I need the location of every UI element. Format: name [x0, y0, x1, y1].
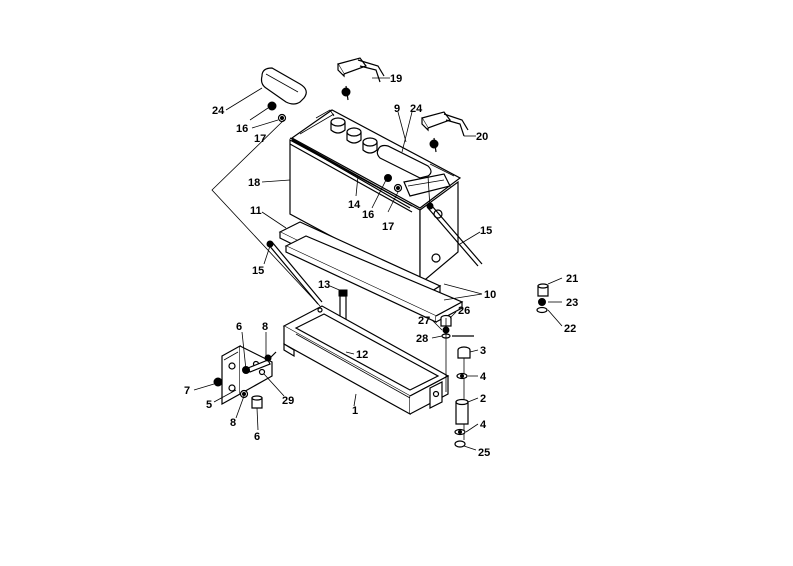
assembly-lines: [211, 119, 431, 307]
callout-17-left: 17: [254, 133, 266, 145]
bolt-group-21-23-22: [536, 283, 549, 314]
pad-10: [284, 235, 464, 323]
callout-8-upper: 8: [262, 321, 268, 333]
callout-28: 28: [416, 333, 428, 345]
battery-9: [289, 109, 462, 286]
callout-20: 20: [476, 131, 488, 143]
callout-6-lower: 6: [254, 431, 260, 443]
callout-24-left: 24: [212, 105, 225, 117]
washer-4-lower: [454, 428, 466, 436]
callout-7: 7: [184, 385, 190, 397]
mounting-bracket: [213, 344, 277, 409]
hold-down-rod-15-left: [266, 240, 323, 305]
bolt-stack-26-27-28: [440, 314, 474, 392]
callout-11: 11: [250, 205, 262, 217]
cable-cap-19: [337, 57, 385, 101]
spacer-2: [455, 398, 469, 425]
battery-tray-1: [282, 305, 450, 416]
callout-6-upper: 6: [236, 321, 242, 333]
callout-21: 21: [566, 273, 578, 285]
callout-1: 1: [352, 405, 358, 417]
callout-29: 29: [282, 395, 294, 407]
nut-25: [454, 440, 466, 448]
callout-13: 13: [318, 279, 330, 291]
callout-5: 5: [206, 399, 212, 411]
washer-4-upper: [456, 372, 468, 380]
callout-23: 23: [566, 297, 578, 309]
callout-17-right: 17: [382, 221, 394, 233]
callout-19: 19: [390, 73, 402, 85]
callout-27: 27: [418, 315, 430, 327]
callout-18: 18: [248, 177, 260, 189]
cable-cap-20: [421, 111, 469, 153]
callout-15-left: 15: [252, 265, 264, 277]
callout-4-lower: 4: [480, 419, 487, 431]
callout-15-right: 15: [480, 225, 492, 237]
callout-14: 14: [348, 199, 361, 211]
terminal-cover-left: [260, 67, 307, 105]
callout-25: 25: [478, 447, 490, 459]
callout-16-right: 16: [362, 209, 374, 221]
callout-8-lower: 8: [230, 417, 236, 429]
callout-9: 9: [394, 103, 400, 115]
callout-12: 12: [356, 349, 368, 361]
callout-24-right: 24: [410, 103, 423, 115]
callout-4-upper: 4: [480, 371, 487, 383]
nut-washer-16-17-right: [384, 174, 403, 193]
callout-3: 3: [480, 345, 486, 357]
callout-22: 22: [564, 323, 576, 335]
callout-2: 2: [480, 393, 486, 405]
callout-26: 26: [458, 305, 470, 317]
bolt-3: [457, 346, 471, 440]
callout-10: 10: [484, 289, 496, 301]
leader-lines: [193, 77, 563, 451]
callout-labels: 24 19 9 24 20 16 17 18 14 16 17 11 15 15…: [184, 73, 578, 459]
nut-washer-16-17-left: [267, 101, 287, 123]
callout-16-left: 16: [236, 123, 248, 135]
